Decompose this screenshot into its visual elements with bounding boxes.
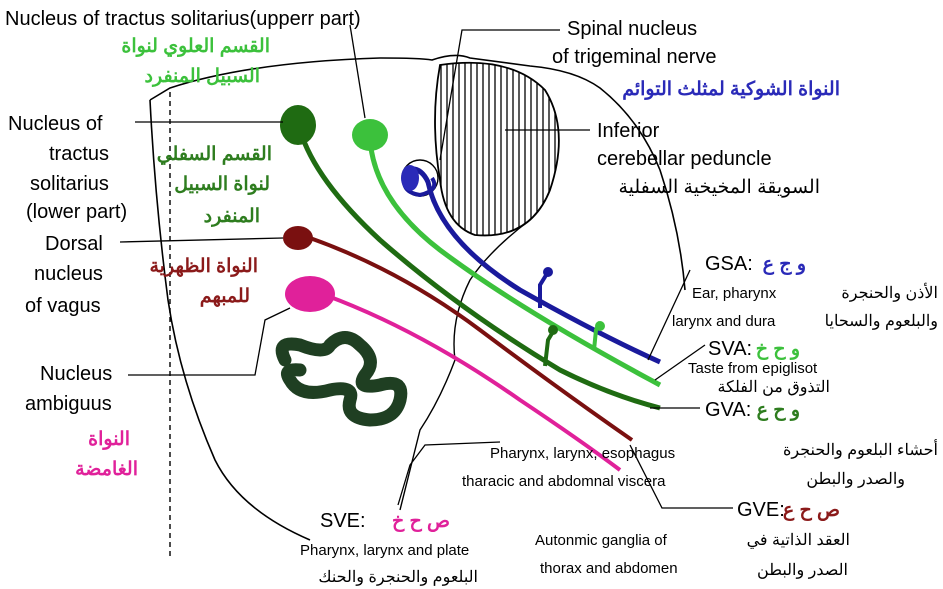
- label-nts-lower-ar-2: لنواة السبيل: [174, 174, 270, 195]
- dorsal-nucleus-vagus: [283, 226, 313, 250]
- label-ambiguus-ar-1: النواة: [88, 429, 130, 450]
- pointer-ambiguus: [128, 308, 290, 375]
- label-nts-lower-ar-3: المنفرد: [204, 206, 260, 227]
- label-ambiguus-2: ambiguus: [25, 393, 112, 415]
- label-sve-ar: ص ح خ: [392, 511, 450, 532]
- sva-branch-tip: [595, 321, 605, 331]
- label-sve: SVE:: [320, 510, 366, 532]
- label-dorsal-ar-2: للمبهم: [200, 286, 250, 307]
- label-ambiguus-ar-2: الغامضة: [75, 459, 138, 480]
- gsa-nucleus: [401, 165, 419, 191]
- label-nts-lower-3: solitarius: [30, 173, 109, 195]
- label-gve-desc-ar-1: العقد الذاتية في: [747, 532, 850, 549]
- label-gsa-desc-1: Ear, pharynx: [692, 285, 777, 302]
- label-icp-2: cerebellar peduncle: [597, 148, 772, 170]
- label-gsa: GSA:: [705, 253, 753, 275]
- pointer-nts-upper: [350, 25, 365, 118]
- label-dorsal-3: of vagus: [25, 295, 101, 317]
- medulla-outline-lower: [150, 100, 310, 540]
- label-dorsal-2: nucleus: [34, 263, 103, 285]
- label-sva-desc-ar: التذوق من الفلكة: [718, 379, 830, 396]
- label-dorsal-ar-1: النواة الظهرية: [150, 256, 259, 277]
- gva-nucleus-lower-nts: [280, 105, 316, 145]
- label-sve-desc-2: البلعوم والحنجرة والحنك: [318, 569, 478, 586]
- label-gva-desc-ar-1: أحشاء البلعوم والحنجرة: [783, 439, 938, 459]
- label-gve-ar: ص ح ع: [783, 500, 840, 521]
- label-spinal-ar: النواة الشوكية لمثلث التوائم: [622, 79, 840, 100]
- sva-nucleus-upper-nts: [352, 119, 388, 151]
- label-gva-desc-1: Pharynx, larynx, esophagus: [490, 445, 675, 462]
- label-nts-upper: Nucleus of tractus solitarius(upperr par…: [5, 8, 361, 30]
- label-icp-ar: السويقة المخيخية السفلية: [618, 177, 820, 198]
- label-sva: SVA:: [708, 338, 752, 360]
- label-icp-1: Inferior: [597, 120, 660, 142]
- label-gsa-ar: و ج ع: [763, 254, 806, 275]
- label-nts-lower-1: Nucleus of: [8, 113, 103, 135]
- label-dorsal-1: Dorsal: [45, 233, 103, 255]
- label-nts-lower-ar-1: القسم السفلي: [157, 144, 272, 166]
- label-sva-ar: و ح خ: [756, 339, 800, 360]
- label-nts-lower-2: tractus: [49, 143, 109, 165]
- label-spinal-1: Spinal nucleus: [567, 18, 697, 40]
- label-gva-desc-2: tharacic and abdomnal viscera: [462, 473, 666, 490]
- nucleus-ambiguus-pink: [285, 276, 335, 312]
- label-nts-upper-ar-2: السبيل المنفرد: [145, 66, 261, 87]
- label-ambiguus-1: Nucleus: [40, 363, 112, 385]
- label-gsa-desc-ar-2: والبلعوم والسحايا: [825, 313, 938, 330]
- label-gsa-desc-ar-1: الأذن والحنجرة: [841, 283, 938, 302]
- label-gsa-desc-2: larynx and dura: [672, 313, 776, 330]
- label-gve-desc-2: thorax and abdomen: [540, 560, 678, 577]
- label-gva: GVA:: [705, 399, 751, 421]
- inferior-cerebellar-peduncle: [435, 63, 559, 236]
- label-gve-desc-ar-2: الصدر والبطن: [757, 562, 848, 579]
- label-gva-desc-ar-2: والصدر والبطن: [806, 471, 905, 488]
- gsa-branch-tip: [543, 267, 553, 277]
- label-gve-desc-1: Autonmic ganglia of: [535, 532, 668, 549]
- label-sve-desc-1: Pharynx, larynx and plate: [300, 542, 469, 559]
- gva-branch: [545, 330, 554, 366]
- pointer-dorsal: [120, 238, 283, 242]
- nucleus-ambiguus-squiggle: [282, 338, 401, 421]
- gva-branch-tip: [548, 325, 558, 335]
- label-gva-ar: و ح ع: [757, 400, 800, 421]
- label-nts-lower-4: (lower part): [26, 201, 127, 223]
- label-gve: GVE:: [737, 499, 785, 521]
- label-spinal-2: of trigeminal nerve: [552, 46, 717, 68]
- label-nts-upper-ar-1: القسم العلوي لنواة: [121, 36, 270, 58]
- label-sva-desc: Taste from epiglisot: [688, 360, 818, 377]
